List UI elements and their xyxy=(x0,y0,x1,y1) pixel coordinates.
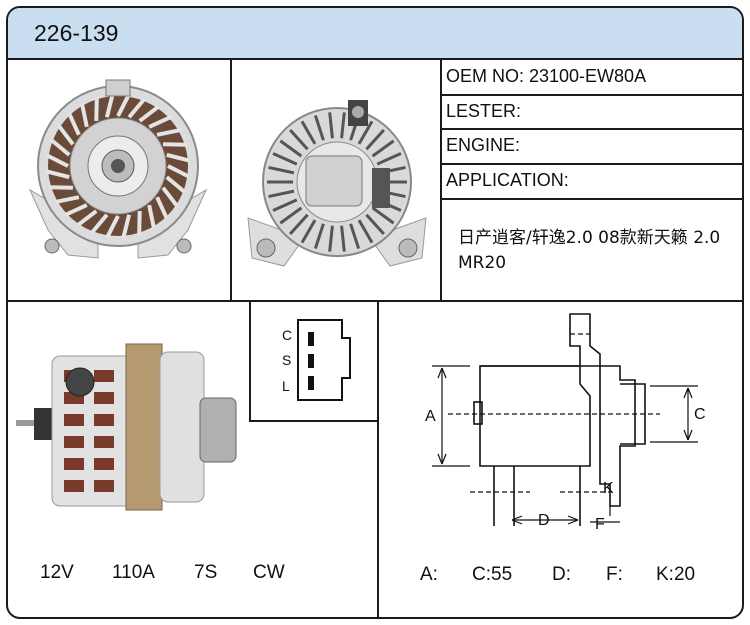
divider-info3 xyxy=(440,163,742,165)
pin-label-c: C xyxy=(282,327,293,343)
pin-label-l: L xyxy=(282,378,290,394)
dim-value-k: K:20 xyxy=(656,564,696,585)
alternator-side-image xyxy=(16,343,237,511)
pin-label-s: S xyxy=(282,352,292,368)
divider-v1 xyxy=(230,60,232,302)
part-number: 226-139 xyxy=(34,20,119,46)
dim-label-a: A xyxy=(425,408,436,425)
lester-label: LESTER: xyxy=(446,101,522,121)
application-text: 日产逍客/轩逸2.0 08款新天籁 2.0 MR20 xyxy=(458,228,721,273)
header-bar: 226-139 xyxy=(8,8,742,60)
spec-voltage: 12V xyxy=(40,562,74,583)
dimension-drawing xyxy=(432,313,698,526)
application-label: APPLICATION: xyxy=(446,170,569,190)
dim-value-f: F: xyxy=(606,564,623,585)
divider-connector xyxy=(249,420,379,422)
connector-diagram xyxy=(297,319,351,401)
spec-sheet: 226-139 xyxy=(6,6,744,619)
dim-label-f: F xyxy=(595,516,605,533)
divider-v2 xyxy=(440,60,442,302)
divider-h-mid xyxy=(8,300,742,302)
divider-v4 xyxy=(249,302,251,422)
spec-pulley: 7S xyxy=(194,562,218,583)
alternator-rear-image xyxy=(247,100,427,267)
divider-info2 xyxy=(440,128,742,130)
divider-info4 xyxy=(440,198,742,200)
dim-label-k: K xyxy=(603,480,614,497)
spec-amperage: 110A xyxy=(112,562,155,583)
dim-label-c: C xyxy=(694,406,706,423)
spec-rotation: CW xyxy=(253,562,285,583)
divider-v3 xyxy=(377,302,379,617)
dim-value-c: C:55 xyxy=(472,564,513,585)
oem-number: OEM NO: 23100-EW80A xyxy=(446,66,647,86)
dim-label-d: D xyxy=(538,512,550,529)
dim-value-d: D: xyxy=(552,564,571,585)
divider-info1 xyxy=(440,94,742,96)
engine-label: ENGINE: xyxy=(446,135,521,155)
alternator-front-image xyxy=(28,79,208,259)
dim-value-a: A: xyxy=(420,564,438,585)
